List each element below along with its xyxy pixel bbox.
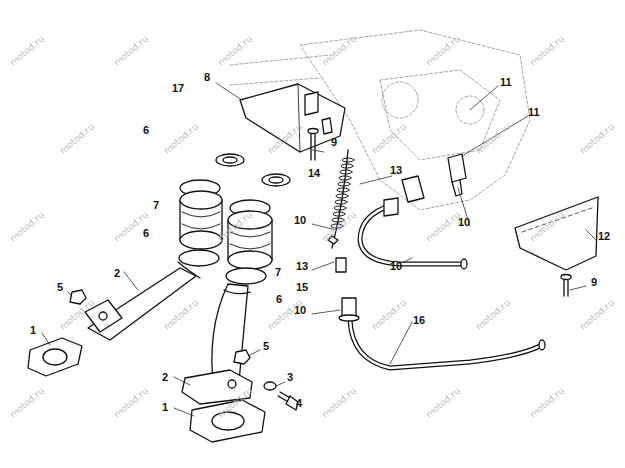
callout-number: 9 [331,136,337,148]
watermark: motod.ru [216,33,254,67]
watermark: motod.ru [320,385,358,419]
watermark: motod.ru [528,33,566,67]
callout-number: 3 [287,371,293,383]
callout-number: 13 [390,164,402,176]
callout-number: 2 [162,371,168,383]
callout-number: 11 [500,76,512,88]
watermark: motod.ru [8,209,46,243]
callout-number: 16 [413,314,425,326]
callout-number: 8 [204,71,210,83]
callout-number: 6 [276,293,282,305]
watermark: motod.ru [424,209,462,243]
callout-number: 1 [30,324,36,336]
watermark: motod.ru [424,385,462,419]
watermark: motod.ru [8,385,46,419]
callout-number: 6 [143,227,149,239]
callout-number: 1 [162,401,168,413]
callout-number: 15 [296,281,308,293]
watermark: motod.ru [474,121,512,155]
callout-number: 5 [263,340,269,352]
callout-number: 17 [172,82,184,94]
watermark: motod.ru [112,385,150,419]
watermark: motod.ru [578,297,616,331]
callout-number: 12 [598,230,610,242]
watermark: motod.ru [162,297,200,331]
watermark: motod.ru [424,33,462,67]
callout-number: 6 [143,124,149,136]
watermark: motod.ru [8,33,46,67]
callout-number: 11 [528,106,540,118]
watermark: motod.ru [528,385,566,419]
callout-number: 7 [153,199,159,211]
callout-number: 5 [57,281,63,293]
callout-number: 10 [294,214,306,226]
callout-number: 7 [275,266,281,278]
callout-number: 13 [296,260,308,272]
callout-number: 9 [591,276,597,288]
watermark: motod.ru [474,297,512,331]
watermark: motod.ru [58,121,96,155]
watermark: motod.ru [578,121,616,155]
watermark: motod.ru [320,33,358,67]
callout-number: 10 [390,260,402,272]
watermark: motod.ru [370,297,408,331]
watermark: motod.ru [112,33,150,67]
callout-number: 4 [296,397,302,409]
callout-number: 14 [308,167,320,179]
watermark: motod.ru [162,121,200,155]
callout-number: 2 [114,267,120,279]
